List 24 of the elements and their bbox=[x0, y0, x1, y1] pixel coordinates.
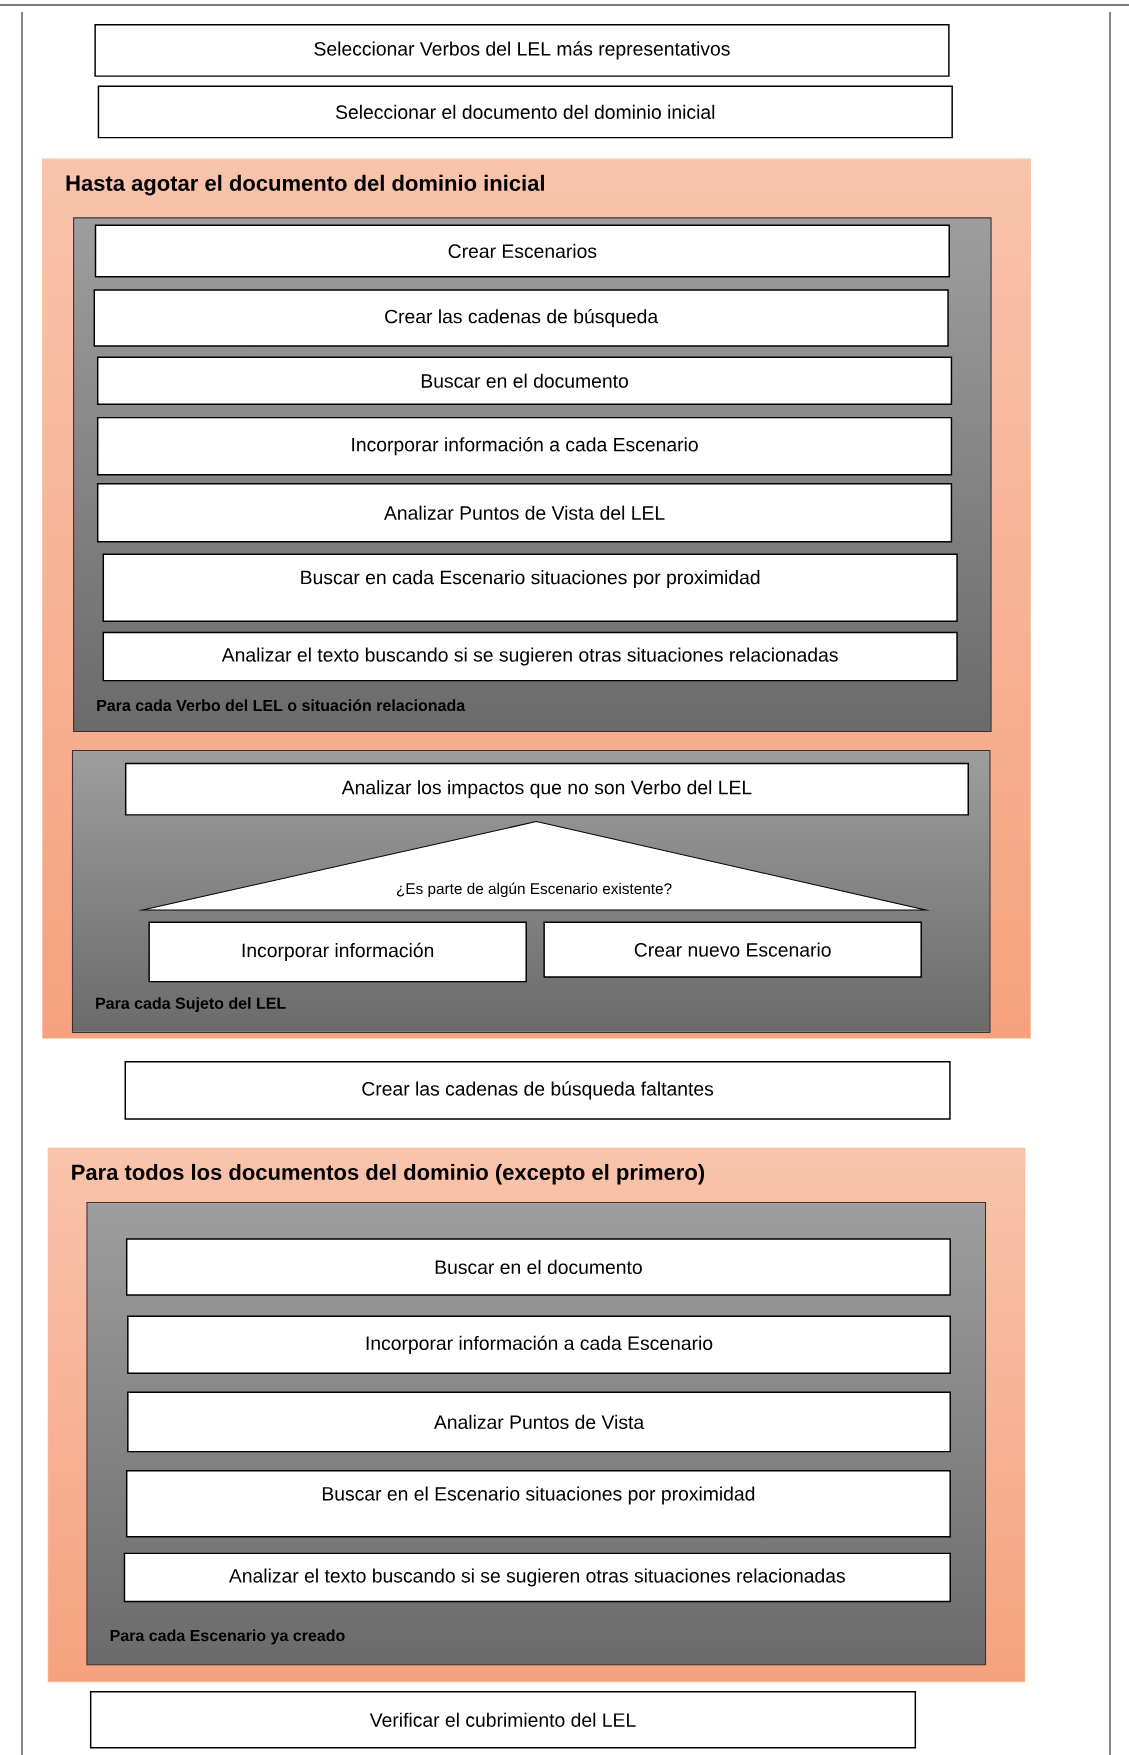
process-box: Analizar Puntos de Vista del LEL bbox=[96, 482, 953, 543]
process-box: Analizar Puntos de Vista bbox=[127, 1391, 951, 1453]
process-box: Crear las cadenas de búsqueda bbox=[93, 289, 949, 347]
loop-label: Para cada Escenario ya creado bbox=[110, 1629, 345, 1645]
loop-label: Para cada Verbo del LEL o situación relacionada bbox=[97, 699, 466, 712]
process-box: Crear las cadenas de búsqueda faltantes bbox=[124, 1061, 951, 1120]
loop-heading: Hasta agotar el documento del dominio inicial bbox=[66, 174, 544, 196]
process-box: Analizar el texto buscando si se sugieren otras situaciones relacionadas bbox=[102, 631, 958, 682]
process-box: Buscar en el documento bbox=[125, 1238, 951, 1296]
loop-heading: Para todos los documentos del dominio (excepto el primero) bbox=[72, 1163, 705, 1185]
process-box: Buscar en el Escenario situaciones por proximidad bbox=[125, 1469, 951, 1538]
process-box: Analizar el texto buscando si se sugieren otras situaciones relacionadas bbox=[123, 1552, 951, 1603]
process-box: Incorporar información a cada Escenario bbox=[127, 1315, 951, 1375]
process-box: Seleccionar Verbos del LEL más representativos bbox=[94, 23, 950, 77]
process-box: Seleccionar el documento del dominio inicial bbox=[97, 85, 953, 139]
process-box: Incorporar información a cada Escenario bbox=[96, 416, 953, 476]
process-box: Buscar en el documento bbox=[96, 356, 953, 405]
process-box: Incorporar información bbox=[148, 921, 527, 983]
process-box: Verificar el cubrimiento del LEL bbox=[89, 1691, 917, 1749]
process-box: Crear Escenarios bbox=[94, 224, 950, 278]
loop-label: Para cada Sujeto del LEL bbox=[96, 997, 286, 1013]
process-box: Buscar en cada Escenario situaciones por proximidad bbox=[102, 553, 958, 623]
process-box: Crear nuevo Escenario bbox=[543, 921, 922, 978]
process-box: Analizar los impactos que no son Verbo del LEL bbox=[124, 762, 969, 816]
